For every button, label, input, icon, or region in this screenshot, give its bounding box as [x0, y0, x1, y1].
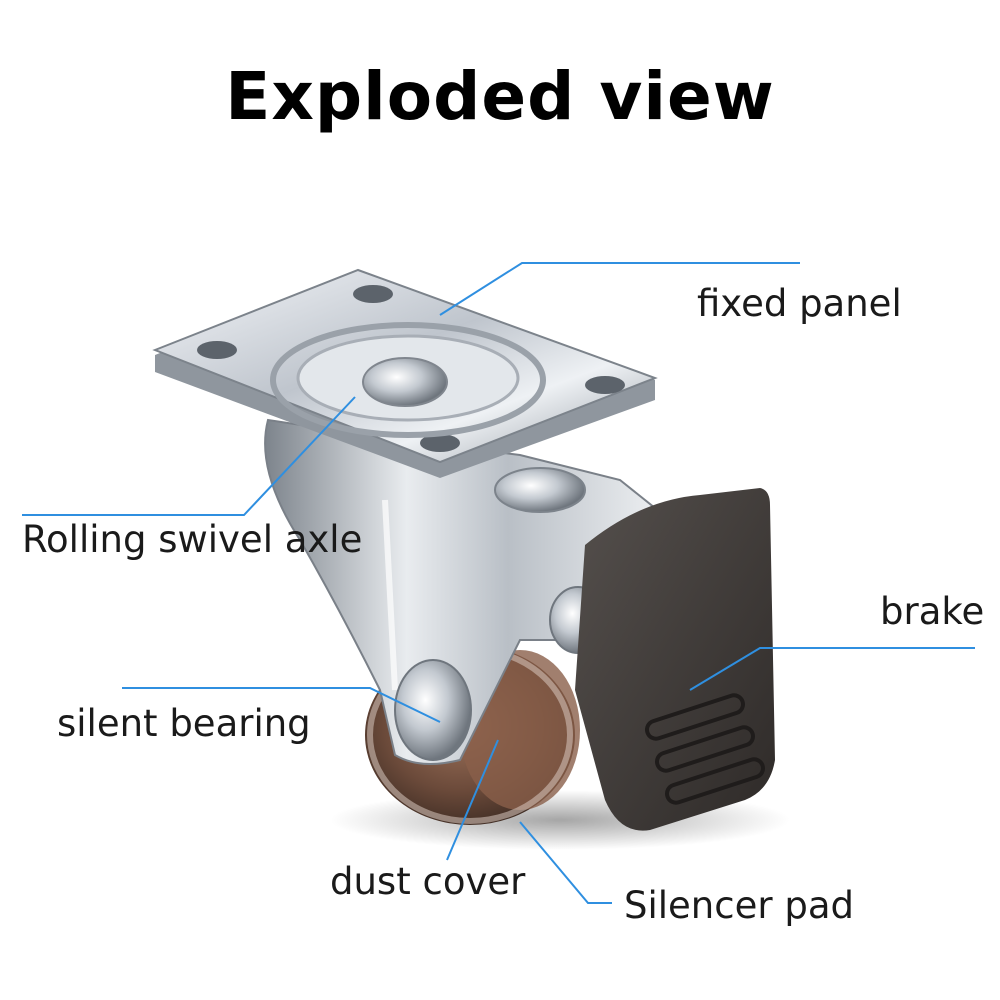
swivel-axle-rivet: [362, 357, 448, 407]
label-brake: brake: [880, 590, 985, 633]
label-fixed-panel: fixed panel: [697, 282, 902, 325]
brake: [575, 488, 775, 831]
leader-fixed-panel: [439, 262, 800, 316]
label-rolling-swivel-axle: Rolling swivel axle: [22, 518, 363, 561]
leader-silent-bearing: [122, 687, 441, 723]
leader-brake: [689, 647, 975, 691]
fixed-panel: [152, 268, 658, 478]
label-silencer-pad: Silencer pad: [624, 884, 854, 927]
label-silent-bearing: silent bearing: [57, 702, 311, 745]
leader-dust-cover: [446, 739, 499, 861]
leader-silencer-pad: [519, 821, 612, 904]
page-title: Exploded view: [225, 58, 775, 135]
leader-lines: [22, 262, 975, 904]
label-dust-cover: dust cover: [330, 860, 526, 903]
leader-swivel-axle: [22, 396, 356, 516]
silent-bearing: [394, 659, 472, 761]
